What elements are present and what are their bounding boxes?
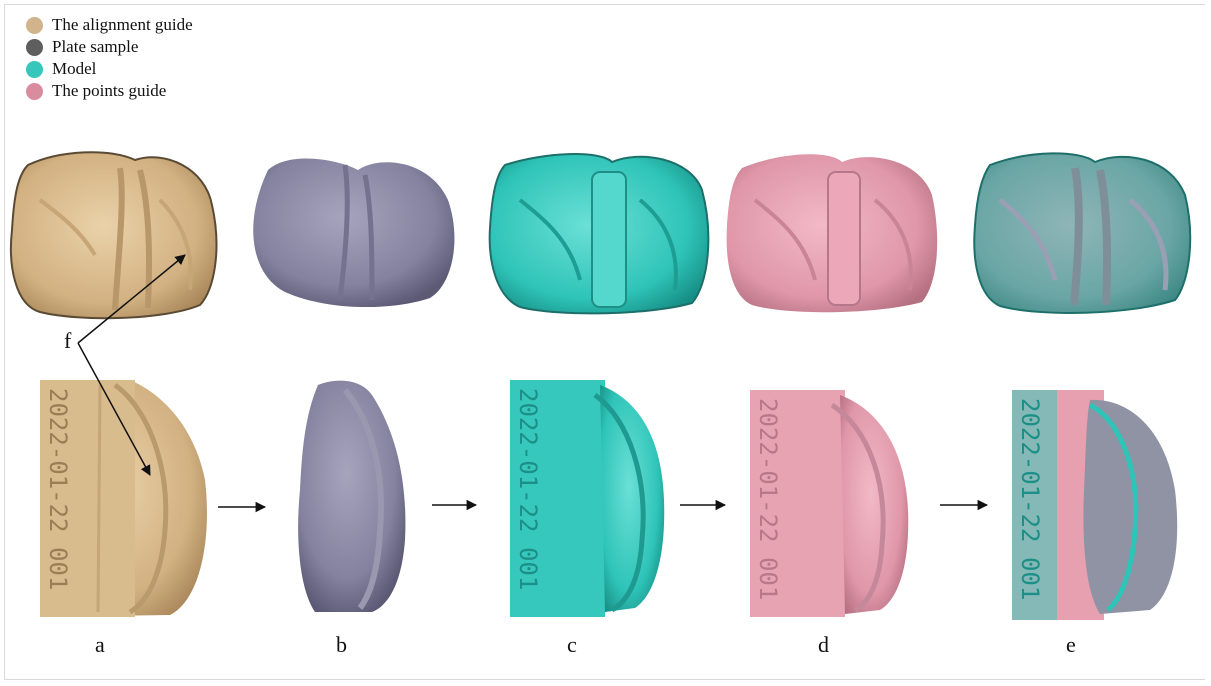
label-e: e xyxy=(1066,632,1076,658)
top-alignment-guide xyxy=(11,152,217,318)
engraved-text-a: 2022-01-22 001 xyxy=(44,388,72,590)
top-model xyxy=(490,154,709,313)
label-f: f xyxy=(64,328,71,354)
label-d: d xyxy=(818,632,829,658)
top-plate-sample xyxy=(253,158,454,307)
top-points-guide xyxy=(727,154,938,312)
top-overlay xyxy=(974,153,1190,313)
label-c: c xyxy=(567,632,577,658)
engraved-text-d: 2022-01-22 001 xyxy=(754,398,782,600)
engraved-text-e: 2022-01-22 001 xyxy=(1016,398,1044,600)
label-a: a xyxy=(95,632,105,658)
engraved-text-c: 2022-01-22 001 xyxy=(514,388,542,590)
side-plate-sample xyxy=(298,381,405,612)
label-b: b xyxy=(336,632,347,658)
